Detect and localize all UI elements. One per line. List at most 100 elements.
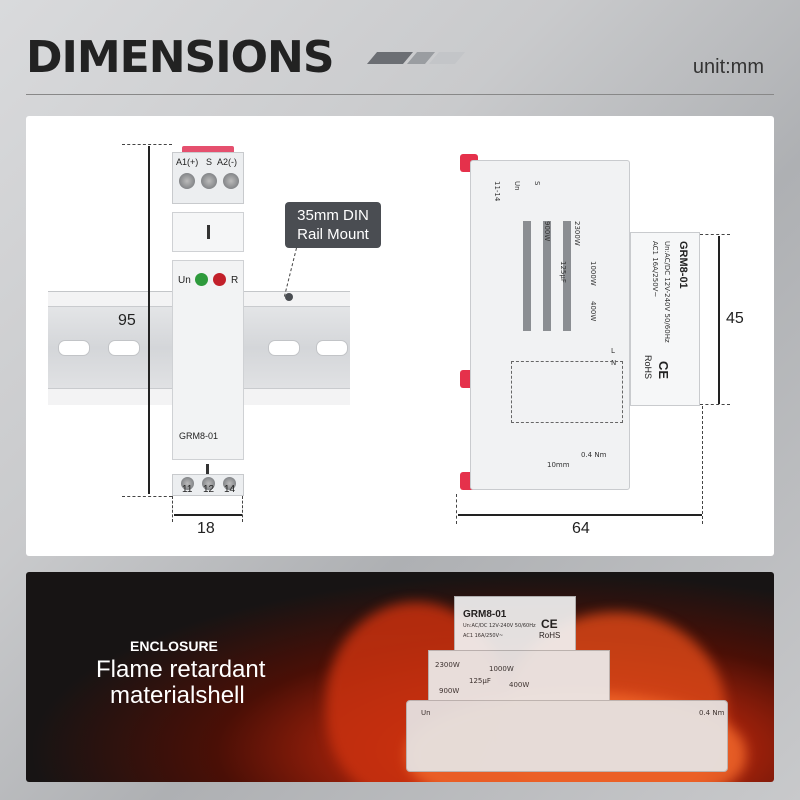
depth-ext-left — [456, 494, 457, 524]
device-middle: 2300W 1000W 125μF 400W 900W — [428, 650, 610, 702]
width-ext-left — [172, 496, 173, 522]
step-dimension-line — [718, 236, 720, 404]
enclosure-panel: ENCLOSURE Flame retardant materialshell … — [26, 572, 774, 782]
relay-body: Un R GRM8-01 — [172, 260, 244, 460]
terminal-label-12: 12 — [203, 484, 215, 495]
led-r-indicator — [213, 273, 226, 286]
terminal-label-11: 11 — [182, 484, 193, 495]
device-load-1000w: 1000W — [489, 665, 514, 673]
load-900w: 900W — [543, 221, 551, 242]
callout-dot — [285, 293, 293, 301]
rail-slot — [316, 340, 348, 356]
step-height-value: 45 — [726, 310, 744, 327]
device-load-900w: 900W — [439, 687, 460, 695]
side-spec-line2: AC1 16A/250V~ — [651, 241, 659, 298]
callout-leader — [283, 247, 297, 297]
led-un-indicator — [195, 273, 208, 286]
device-ce: CE — [541, 617, 558, 631]
height-dimension-line — [148, 146, 150, 494]
screw-terminal-icon — [181, 477, 194, 490]
header-stripe-light — [428, 52, 466, 64]
ce-mark: CE — [656, 361, 671, 380]
load-1000w: 1000W — [589, 261, 597, 286]
screw-terminal-icon — [223, 477, 236, 490]
strip-length-label: 10mm — [547, 461, 570, 469]
device-top: GRM8-01 Un:AC/DC 12V-240V 50/60Hz AC1 16… — [454, 596, 576, 652]
device-un: Un — [421, 709, 431, 717]
wiring-l: L — [611, 347, 615, 355]
cap-slot — [207, 225, 210, 239]
side-bar — [563, 221, 571, 331]
terminal-label-a1: A1(+) — [176, 157, 199, 167]
rail-callout-line2: Rail Mount — [297, 226, 369, 243]
terminal-block-bottom — [172, 474, 244, 496]
enclosure-line2: materialshell — [110, 682, 245, 709]
side-body: 2300W 900W 125μF 1000W 400W 11-14 Un S L… — [470, 160, 630, 490]
dimensions-panel: 35mm DIN Rail Mount A1(+) S A2(-) Un R G… — [26, 116, 774, 556]
terminal-label-14: 14 — [224, 484, 236, 495]
wiring-n: N — [611, 359, 617, 367]
height-ext-bottom — [122, 496, 172, 497]
step-ext-bottom — [700, 404, 730, 405]
torque-label: 0.4 Nm — [581, 451, 607, 459]
device-rohs: RoHS — [539, 631, 561, 640]
device-torque: 0.4 Nm — [699, 709, 725, 717]
width-ext-right — [242, 496, 243, 522]
height-ext-top — [122, 144, 172, 145]
side-step: GRM8-01 Un:AC/DC 12V-240V 50/60Hz AC1 16… — [630, 232, 700, 406]
depth-dimension-line — [458, 514, 702, 516]
device-model: GRM8-01 — [463, 609, 507, 620]
rail-callout: 35mm DIN Rail Mount — [285, 202, 381, 248]
screw-terminal-icon — [202, 477, 215, 490]
enclosure-eyebrow: ENCLOSURE — [130, 638, 218, 654]
device-spec1: Un:AC/DC 12V-240V 50/60Hz — [463, 623, 536, 629]
relay-front-view: A1(+) S A2(-) Un R GRM8-01 — [172, 146, 244, 496]
load-125uf: 125μF — [559, 261, 567, 283]
header-divider — [26, 94, 774, 95]
side-bar — [543, 221, 551, 331]
screw-terminal-icon — [201, 173, 217, 189]
screw-terminal-icon — [223, 173, 239, 189]
header-stripe-dark — [366, 52, 414, 64]
wiring-11-14: 11-14 — [493, 181, 501, 202]
relay-cap — [172, 212, 244, 252]
device-load-2300w: 2300W — [435, 661, 460, 669]
side-bar — [523, 221, 531, 331]
side-model: GRM8-01 — [677, 241, 689, 289]
device-base: Un 0.4 Nm — [406, 700, 728, 772]
enclosure-device: GRM8-01 Un:AC/DC 12V-240V 50/60Hz AC1 16… — [406, 596, 746, 782]
unit-label: unit:mm — [692, 56, 764, 78]
relay-side-view: 2300W 900W 125μF 1000W 400W 11-14 Un S L… — [456, 154, 706, 494]
top-red-tab — [182, 146, 234, 152]
wiring-un: Un — [513, 181, 521, 191]
enclosure-line1: Flame retardant — [96, 656, 266, 683]
device-load-400w: 400W — [509, 681, 530, 689]
depth-value: 64 — [572, 520, 590, 537]
load-400w: 400W — [589, 301, 597, 322]
screw-terminal-icon — [179, 173, 195, 189]
terminal-label-a2: A2(-) — [217, 157, 237, 167]
rail-callout-line1: 35mm DIN — [297, 207, 369, 224]
model-label: GRM8-01 — [179, 431, 219, 441]
terminal-label-s: S — [206, 157, 213, 167]
width-dimension-line — [174, 514, 242, 516]
led-r-label: R — [231, 275, 239, 286]
load-2300w: 2300W — [573, 221, 581, 246]
side-spec-line1: Un:AC/DC 12V-240V 50/60Hz — [663, 241, 671, 343]
width-value: 18 — [197, 520, 215, 537]
wiring-diagram — [511, 361, 623, 423]
height-value: 95 — [118, 312, 136, 329]
rohs-mark: RoHS — [643, 355, 653, 380]
bottom-slot — [206, 464, 209, 474]
rail-slot — [108, 340, 140, 356]
terminal-block-top: A1(+) S A2(-) — [172, 152, 244, 204]
step-ext-top — [700, 234, 730, 235]
rail-slot — [58, 340, 90, 356]
device-spec2: AC1 16A/250V~ — [463, 633, 504, 639]
rail-slot — [268, 340, 300, 356]
depth-ext-right — [702, 406, 703, 524]
led-un-label: Un — [178, 275, 191, 286]
device-load-125uf: 125μF — [469, 677, 491, 685]
wiring-s: S — [533, 181, 541, 186]
page-title: DIMENSIONS — [26, 32, 335, 83]
